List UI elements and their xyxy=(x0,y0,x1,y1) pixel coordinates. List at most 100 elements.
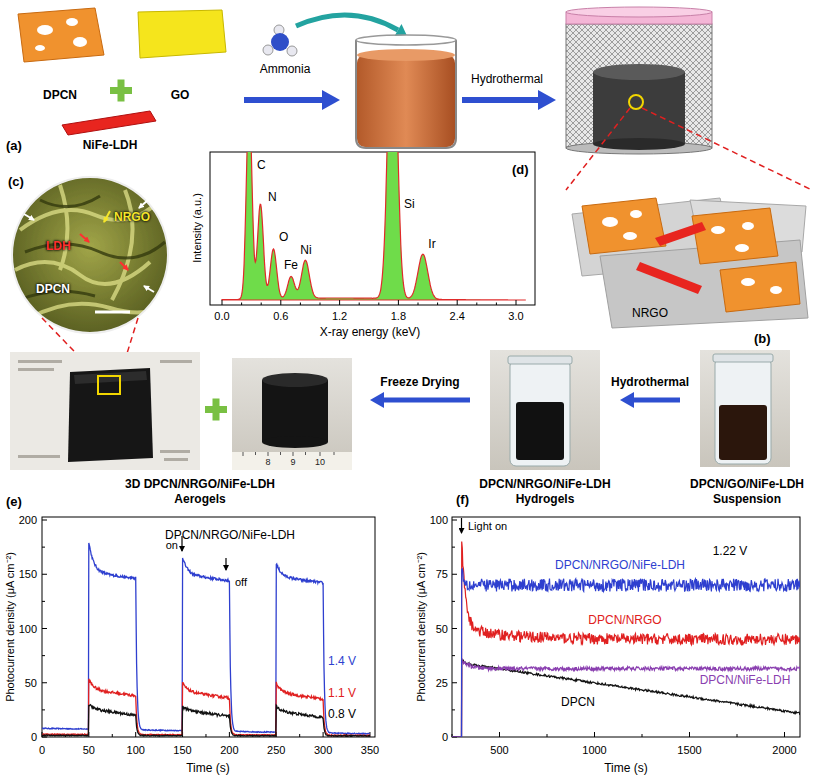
aerogel-photo xyxy=(10,352,200,470)
vial-photo xyxy=(715,358,771,464)
axis-tick xyxy=(359,303,360,306)
plus-sign xyxy=(110,80,132,102)
composite-schematic xyxy=(630,210,642,218)
process-label: Ammonia xyxy=(260,63,311,77)
vial-photo xyxy=(516,402,564,460)
aerogel-photo xyxy=(268,452,269,456)
material-sheet: DPCN xyxy=(12,4,108,104)
axis-tick xyxy=(499,732,500,737)
axis-tick xyxy=(452,682,457,683)
schematic-label: NRGO xyxy=(632,307,668,321)
node-caption: GO xyxy=(132,88,228,102)
beaker xyxy=(356,35,456,45)
aerogel-photo xyxy=(10,352,200,470)
sem-image xyxy=(12,177,168,333)
node-caption: DPCN/GO/NiFe-LDH Suspension xyxy=(680,477,814,506)
composite-schematic xyxy=(602,217,618,227)
axis-tick xyxy=(42,601,45,602)
aerogel-photo xyxy=(255,452,256,455)
vial-photo xyxy=(508,356,572,364)
sem-label: NRGO xyxy=(114,211,150,225)
axis-tick xyxy=(476,303,477,306)
ldh-sheet xyxy=(62,111,156,135)
photo-panel: DPCN/NRGO/NiFe-LDH Hydrogels xyxy=(470,345,620,508)
tick-label: 100 xyxy=(19,622,37,635)
axis-tick xyxy=(378,303,379,306)
axis-tick xyxy=(496,303,497,306)
sem-image xyxy=(112,190,133,300)
edge-label: Freeze Drying xyxy=(378,376,461,390)
axis-title: Time (s) xyxy=(604,762,648,776)
photocurrent-curve xyxy=(452,520,812,737)
dpcn-sheet xyxy=(35,45,45,51)
ruler-number: 10 xyxy=(315,457,325,467)
vial-photo xyxy=(719,405,767,460)
tick-label: 200 xyxy=(19,514,37,527)
tick-label: 300 xyxy=(314,744,332,757)
ammonia-molecule xyxy=(263,45,273,55)
composite-schematic xyxy=(770,286,782,294)
tick-label: 50 xyxy=(25,676,37,689)
panel-letter: (c) xyxy=(8,175,24,190)
sem-image xyxy=(144,286,154,292)
series-label: DPCN xyxy=(561,696,595,710)
zoom-leader xyxy=(566,108,630,190)
autoclave xyxy=(593,72,685,144)
tick-label: 0.6 xyxy=(273,310,288,323)
sem-image xyxy=(80,234,89,242)
tick-label: 2000 xyxy=(772,744,796,757)
go-sheet xyxy=(138,10,226,58)
go-sheet xyxy=(138,10,226,58)
composite-schematic xyxy=(655,222,706,246)
aerogel-photo xyxy=(320,452,321,456)
indicator-arrow xyxy=(461,518,462,533)
process-arrow xyxy=(370,392,470,408)
composite-schematic xyxy=(711,226,725,234)
annotation: off xyxy=(235,576,247,589)
ruler-number: 8 xyxy=(265,457,270,467)
tick-label: 3.0 xyxy=(508,310,523,323)
sem-image xyxy=(60,185,68,270)
sem-image xyxy=(15,185,170,318)
sem-label: LDH xyxy=(46,240,71,254)
axis-tick xyxy=(452,574,457,575)
process-label: Hydrothermal xyxy=(471,73,543,87)
curved-arrow xyxy=(296,15,398,30)
process-arrow xyxy=(322,90,340,110)
process-arrow xyxy=(244,90,340,110)
axis-tick xyxy=(437,303,438,306)
panel-letter: (f) xyxy=(456,493,469,508)
tick-label: 350 xyxy=(361,744,379,757)
tick-label: 250 xyxy=(267,744,285,757)
autoclave xyxy=(593,64,685,80)
sem-image xyxy=(95,311,130,314)
tick-label: 1.8 xyxy=(391,310,406,323)
vial-photo xyxy=(700,350,790,467)
axis-title: Photocurrent density (μA cm⁻²) xyxy=(415,552,428,702)
indicator-arrow xyxy=(225,558,226,570)
series-label: DPCN/NiFe-LDH xyxy=(700,674,791,688)
aerogel-photo xyxy=(232,358,352,470)
dpcn-sheet xyxy=(18,8,104,62)
tick-label: 50 xyxy=(436,622,448,635)
process-arrow xyxy=(244,97,324,103)
tick-label: 0 xyxy=(39,744,45,757)
curved-arrow xyxy=(296,15,407,36)
axis-tick xyxy=(42,547,45,548)
tick-label: 150 xyxy=(173,744,191,757)
aerogel-photo xyxy=(18,360,192,461)
axis-tick xyxy=(398,300,399,305)
axis-tick xyxy=(784,732,785,737)
composite-schematic xyxy=(720,262,800,312)
beaker xyxy=(356,35,456,148)
plus-sign xyxy=(213,399,220,421)
aerogel-photo xyxy=(262,373,328,387)
axis-tick xyxy=(42,737,47,738)
axis-tick xyxy=(222,300,223,305)
edx-spectrum xyxy=(222,152,526,300)
zoom-leader xyxy=(642,108,812,190)
vial-photo xyxy=(700,350,790,467)
sem-image xyxy=(20,200,160,230)
